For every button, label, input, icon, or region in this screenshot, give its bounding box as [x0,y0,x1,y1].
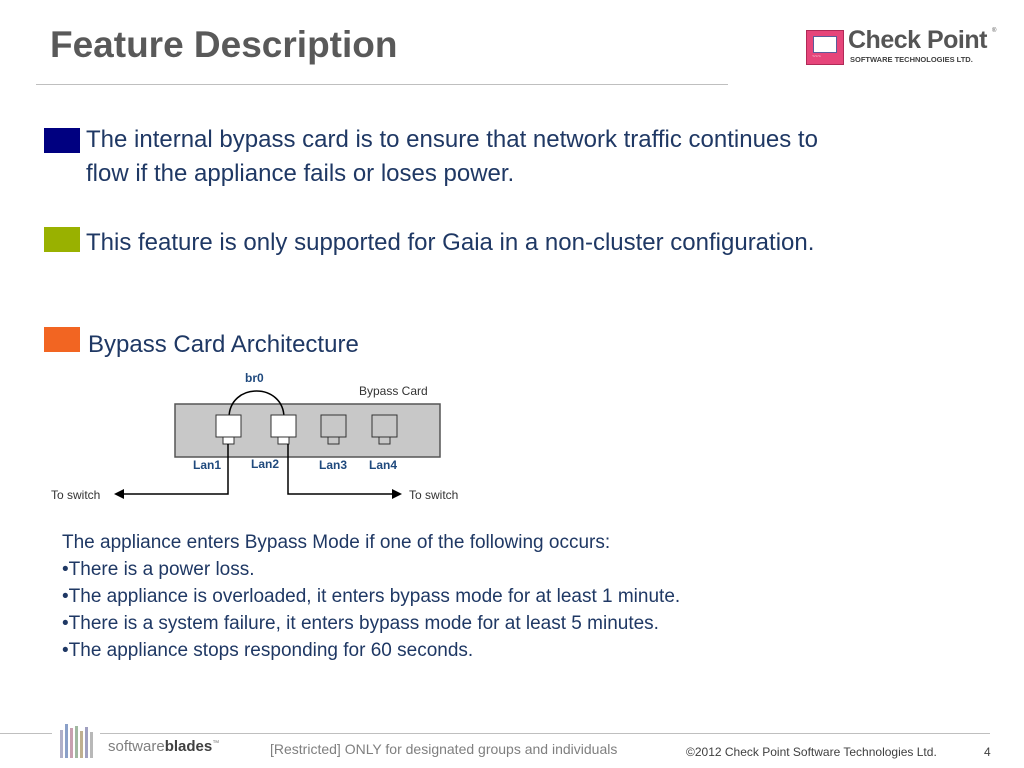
logo-subtitle: SOFTWARE TECHNOLOGIES LTD. [850,55,973,64]
software-blades-wordmark: softwareblades™ [108,738,220,755]
bullet-text-bypass-purpose: The internal bypass card is to ensure th… [86,126,818,187]
page-number: 4 [984,745,991,759]
logo-mark-icon: ~~~ [806,30,844,65]
bridge-link-arc [228,390,285,419]
condition-item: •The appliance stops responding for 60 s… [62,640,474,661]
footer-divider-right [100,733,990,734]
bullet-square-orange [44,327,80,352]
copyright-notice: ©2012 Check Point Software Technologies … [686,745,937,759]
bypass-card-label: Bypass Card [359,384,428,398]
bridge-label: br0 [245,371,264,385]
port-lan2-icon [270,414,297,445]
logo-registered-mark: ® [992,28,997,34]
port-lan4-icon [371,414,398,445]
software-blades-bars-icon [60,724,93,758]
condition-item: •There is a power loss. [62,559,255,580]
port-label-lan3: Lan3 [319,458,347,472]
bypass-card-diagram: br0 Bypass Card Lan1 Lan2 Lan3 Lan4 To s… [51,371,458,502]
port-label-lan4: Lan4 [369,458,397,472]
logo-name: Check Point [848,26,987,54]
bypass-conditions: The appliance enters Bypass Mode if one … [62,529,962,664]
condition-item: •There is a system failure, it enters by… [62,613,659,634]
left-switch-label: To switch [51,488,100,502]
left-arrow-icon [114,489,124,499]
condition-item: •The appliance is overloaded, it enters … [62,586,681,607]
bullet-square-green [44,227,80,252]
footer-divider-left [0,733,52,734]
title-divider [36,84,728,85]
port-label-lan1: Lan1 [193,458,221,472]
right-arrow-icon [392,489,402,499]
bullet-square-blue [44,128,80,153]
check-point-logo: ~~~ Check Point ® SOFTWARE TECHNOLOGIES … [806,26,1002,68]
restricted-notice: [Restricted] ONLY for designated groups … [270,741,618,757]
right-switch-label: To switch [409,488,458,502]
port-lan3-icon [320,414,347,445]
bullet-text-gaia-support: This feature is only supported for Gaia … [86,229,815,256]
bypass-card-board [174,403,441,458]
link-to-right-switch [287,444,393,495]
bullet-text-architecture: Bypass Card Architecture [88,331,359,358]
port-label-lan2: Lan2 [251,457,279,471]
conditions-intro: The appliance enters Bypass Mode if one … [62,532,611,553]
link-to-left-switch [123,444,229,495]
slide-title: Feature Description [50,24,398,65]
